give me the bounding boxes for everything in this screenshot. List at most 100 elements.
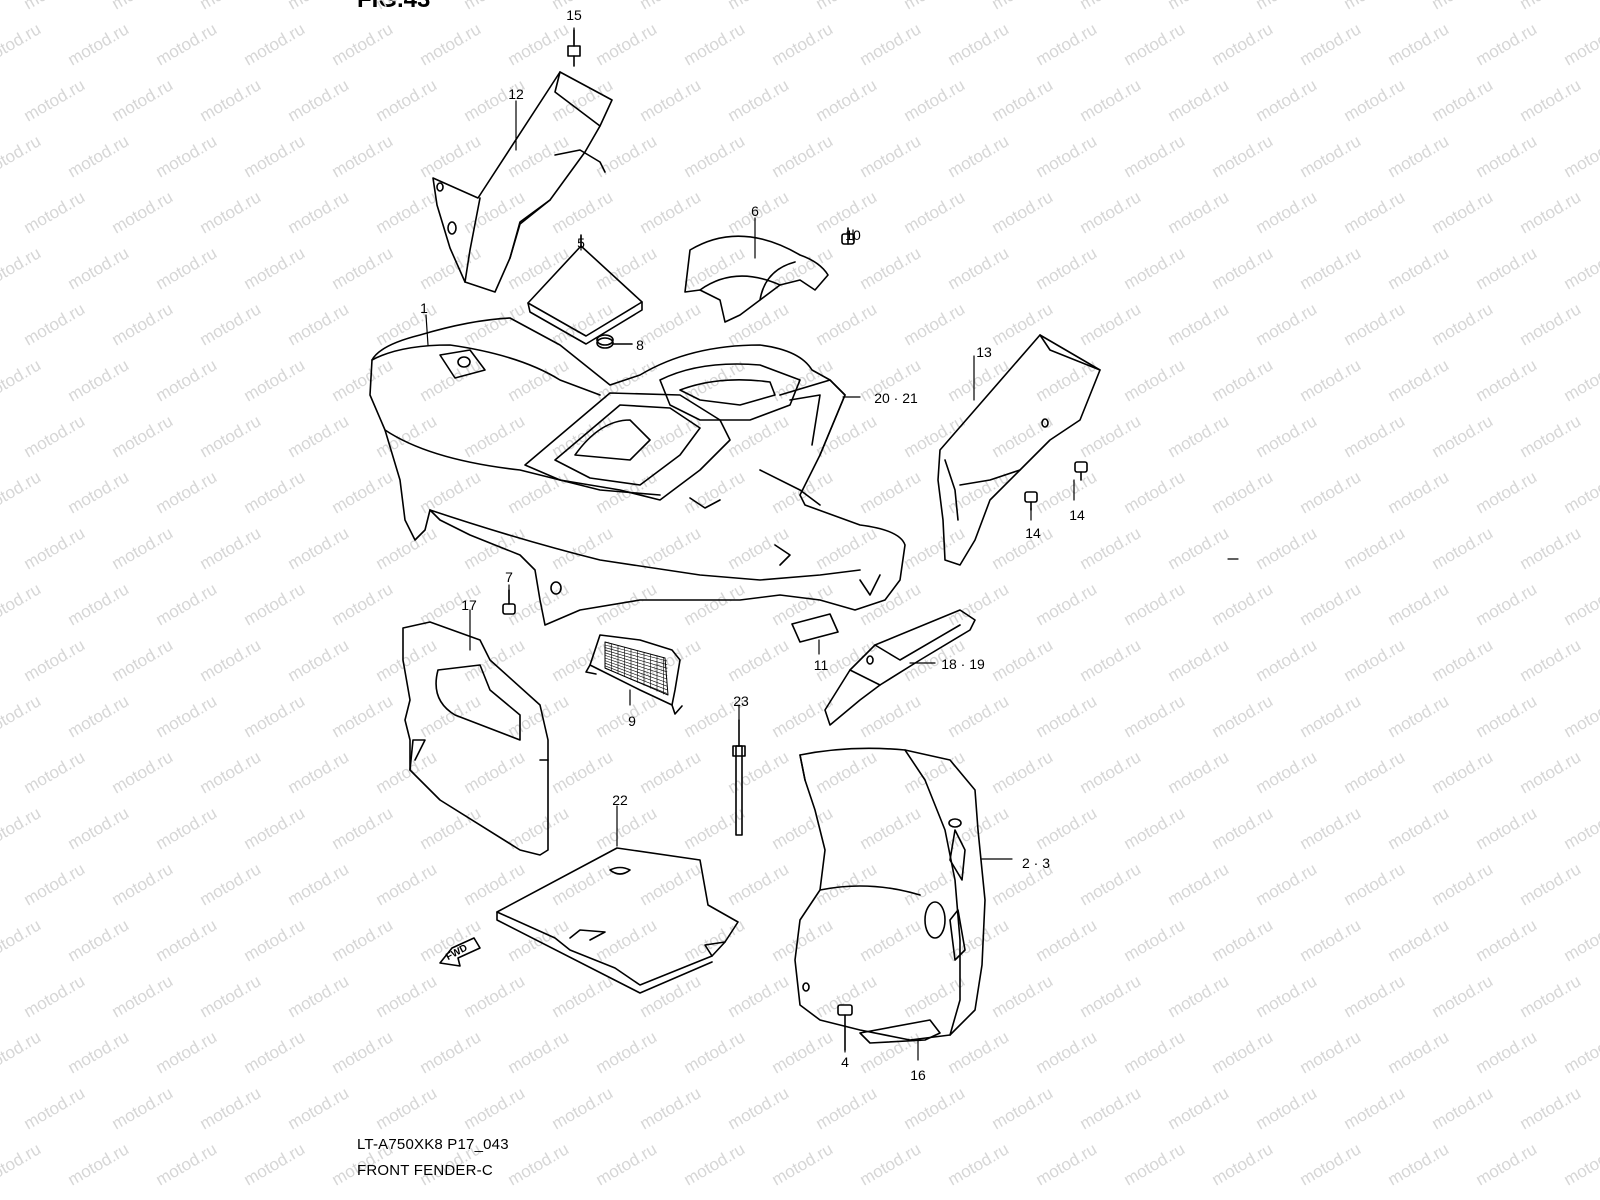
watermark-text: motod.ru: [1209, 355, 1277, 405]
watermark-text: motod.ru: [109, 971, 177, 1021]
watermark-text: motod.ru: [285, 859, 353, 909]
watermark-text: motod.ru: [329, 915, 397, 965]
watermark-text: motod.ru: [109, 0, 177, 13]
watermark-text: motod.ru: [1561, 803, 1600, 853]
watermark-text: motod.ru: [1561, 131, 1600, 181]
part-17-cover-sheet: [402, 621, 549, 856]
grill-hatch-line: [604, 657, 668, 680]
watermark-text: motod.ru: [153, 243, 221, 293]
model-code: LT-A750XK8 P17_043: [357, 1136, 509, 1153]
watermark-text: motod.ru: [1341, 75, 1409, 125]
watermark-text: motod.ru: [1209, 691, 1277, 741]
watermark-text: motod.ru: [1253, 523, 1321, 573]
watermark-text: motod.ru: [153, 579, 221, 629]
watermark-text: motod.ru: [285, 411, 353, 461]
watermark-text: motod.ru: [1165, 411, 1233, 461]
grill-hatch-line: [604, 662, 668, 687]
watermark-text: motod.ru: [637, 187, 705, 237]
watermark-text: motod.ru: [681, 803, 749, 853]
watermark-text: motod.ru: [1209, 915, 1277, 965]
watermark-text: motod.ru: [1561, 579, 1600, 629]
watermark-text: motod.ru: [813, 523, 881, 573]
watermark-text: motod.ru: [373, 859, 441, 909]
watermark-text: motod.ru: [1077, 411, 1145, 461]
watermark-text: motod.ru: [1033, 803, 1101, 853]
watermark-text: motod.ru: [285, 971, 353, 1021]
watermark-text: motod.ru: [241, 1027, 309, 1077]
watermark-text: motod.ru: [241, 467, 309, 517]
watermark-text: motod.ru: [1253, 971, 1321, 1021]
watermark-text: motod.ru: [1209, 1139, 1277, 1189]
watermark-text: motod.ru: [417, 691, 485, 741]
watermark-text: motod.ru: [1341, 635, 1409, 685]
callout-11: 11: [814, 657, 829, 673]
watermark-text: motod.ru: [1473, 243, 1541, 293]
watermark-text: motod.ru: [1385, 915, 1453, 965]
watermark-text: motod.ru: [1165, 299, 1233, 349]
watermark-text: motod.ru: [241, 131, 309, 181]
watermark-text: motod.ru: [1121, 803, 1189, 853]
watermark-text: motod.ru: [989, 747, 1057, 797]
watermark-text: motod.ru: [1033, 1139, 1101, 1189]
watermark-text: motod.ru: [109, 1083, 177, 1133]
watermark-text: motod.ru: [285, 75, 353, 125]
watermark-text: motod.ru: [857, 915, 925, 965]
watermark-text: motod.ru: [1033, 691, 1101, 741]
watermark-text: motod.ru: [857, 691, 925, 741]
watermark-text: motod.ru: [725, 635, 793, 685]
watermark-text: motod.ru: [725, 75, 793, 125]
watermark-text: motod.ru: [197, 75, 265, 125]
part-9-grill: [585, 634, 683, 715]
watermark-text: motod.ru: [725, 859, 793, 909]
watermark-text: motod.ru: [1517, 635, 1585, 685]
watermark-text: motod.ru: [1165, 0, 1233, 13]
watermark-text: motod.ru: [549, 0, 617, 13]
watermark-text: motod.ru: [1561, 467, 1600, 517]
watermark-text: motod.ru: [1033, 355, 1101, 405]
watermark-text: motod.ru: [857, 131, 925, 181]
watermark-text: motod.ru: [109, 187, 177, 237]
watermark-text: motod.ru: [945, 19, 1013, 69]
watermark-text: motod.ru: [1253, 411, 1321, 461]
watermark-text: motod.ru: [109, 859, 177, 909]
watermark-text: motod.ru: [769, 131, 837, 181]
watermark-text: motod.ru: [0, 355, 44, 405]
watermark-text: motod.ru: [1429, 0, 1497, 13]
watermark-text: motod.ru: [593, 1139, 661, 1189]
watermark-text: motod.ru: [813, 0, 881, 13]
watermark-text: motod.ru: [417, 467, 485, 517]
watermark-text: motod.ru: [1297, 19, 1365, 69]
watermark-text: motod.ru: [1165, 859, 1233, 909]
watermark-text: motod.ru: [1077, 635, 1145, 685]
watermark-text: motod.ru: [593, 803, 661, 853]
watermark-text: motod.ru: [1297, 243, 1365, 293]
watermark-text: motod.ru: [197, 859, 265, 909]
watermark-text: motod.ru: [945, 1139, 1013, 1189]
watermark-text: motod.ru: [1561, 691, 1600, 741]
watermark-text: motod.ru: [153, 467, 221, 517]
callout-10: 10: [845, 227, 861, 243]
watermark-text: motod.ru: [681, 19, 749, 69]
watermark-text: motod.ru: [1385, 803, 1453, 853]
watermark-text: motod.ru: [1033, 131, 1101, 181]
watermark-text: motod.ru: [0, 1027, 44, 1077]
watermark-text: motod.ru: [1473, 1139, 1541, 1189]
watermark-text: motod.ru: [593, 243, 661, 293]
watermark-text: motod.ru: [1121, 579, 1189, 629]
watermark-text: motod.ru: [1473, 355, 1541, 405]
watermark-text: motod.ru: [241, 1139, 309, 1189]
watermark-text: motod.ru: [197, 523, 265, 573]
watermark-text: motod.ru: [1429, 1083, 1497, 1133]
watermark-text: motod.ru: [1341, 411, 1409, 461]
watermark-text: motod.ru: [1561, 355, 1600, 405]
part-11-strip: [791, 613, 839, 643]
watermark-text: motod.ru: [1297, 1139, 1365, 1189]
watermark-text: motod.ru: [1297, 355, 1365, 405]
watermark-text: motod.ru: [461, 859, 529, 909]
watermark-text: motod.ru: [1209, 803, 1277, 853]
watermark-text: motod.ru: [153, 131, 221, 181]
watermark-text: motod.ru: [1077, 299, 1145, 349]
watermark-text: motod.ru: [461, 971, 529, 1021]
watermark-text: motod.ru: [1561, 19, 1600, 69]
watermark-text: motod.ru: [1517, 299, 1585, 349]
